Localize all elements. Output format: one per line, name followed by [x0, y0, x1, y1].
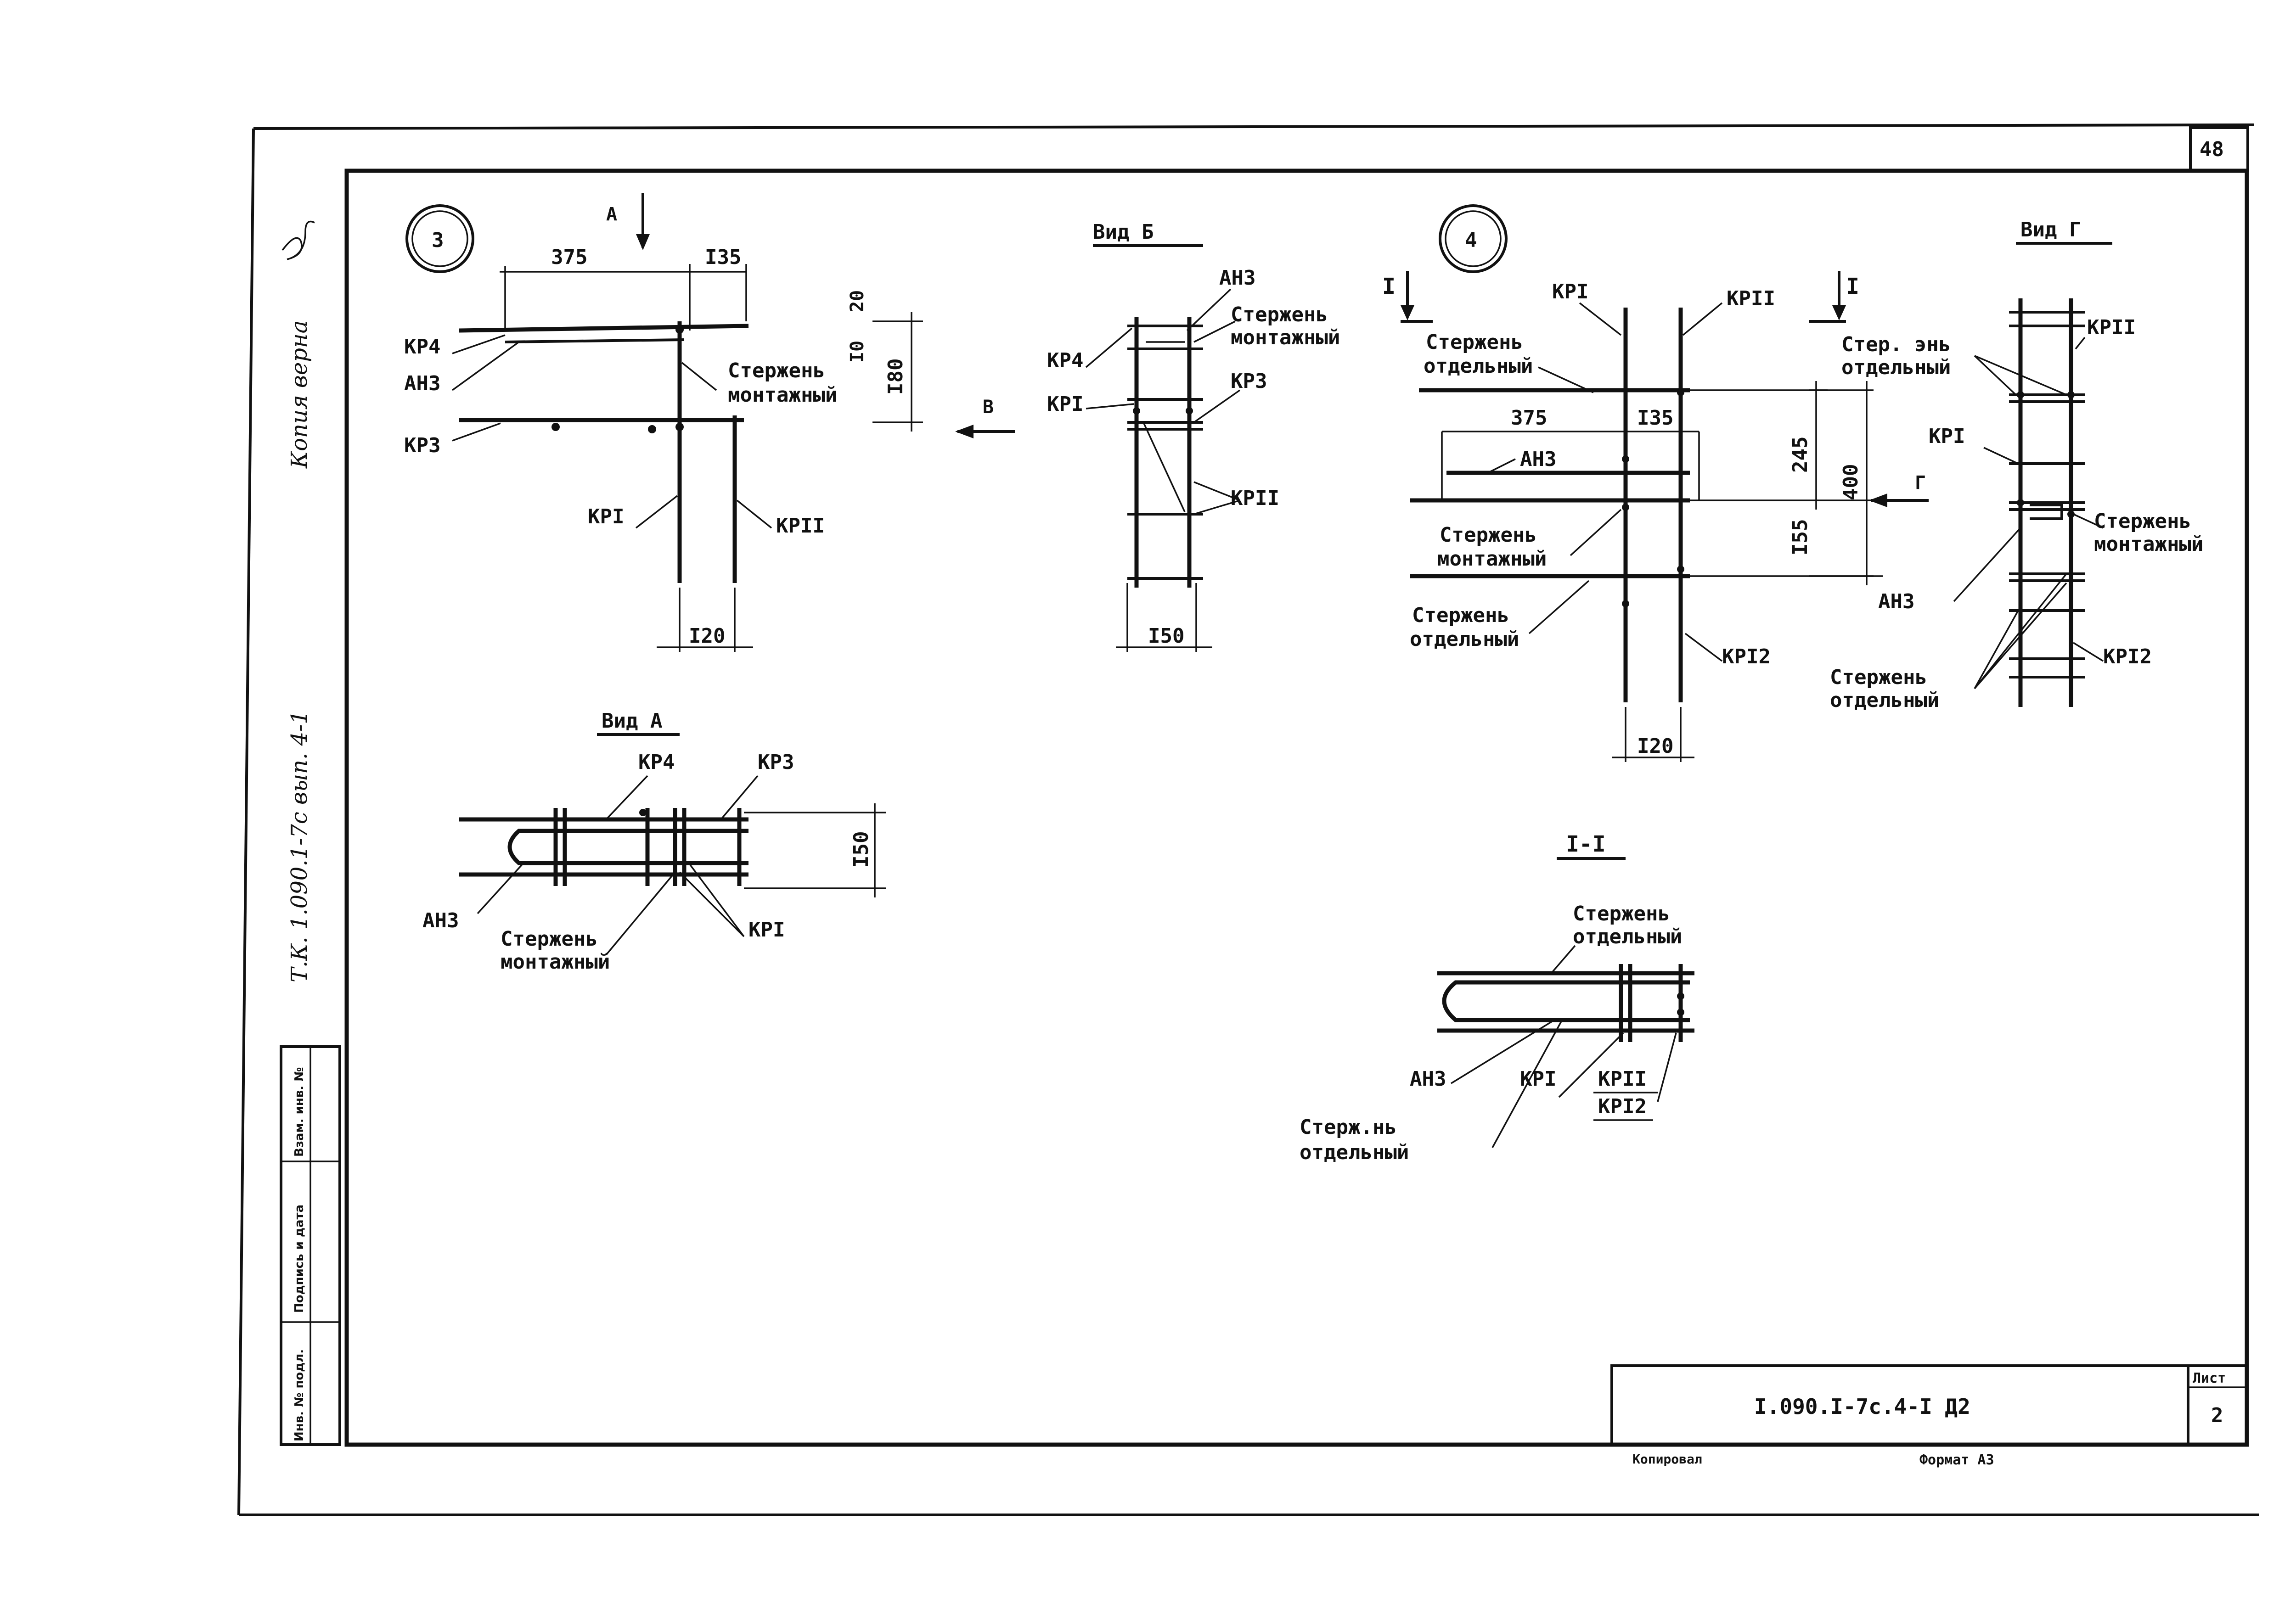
section-1-1-title: I-I: [1566, 831, 1606, 857]
view-g-label-rod-sep2: отдельный: [1841, 356, 1951, 379]
view-a-title: Вид А: [602, 709, 662, 733]
node-3-label: 3: [432, 229, 444, 252]
arrow-a-label: А: [606, 204, 617, 225]
view-a-label-kp4: КР4: [638, 751, 675, 774]
view-a-diagram: Вид А I50 КР4 КР3 АН3 Стержень монтажный…: [422, 709, 886, 974]
node4-label-kp1: КРI: [1552, 280, 1588, 303]
format-label: Формат А3: [1919, 1452, 1994, 1468]
copied-by-label: Копировал: [1632, 1452, 1702, 1467]
view-b-diagram: Вид Б I50 АН3 Стержень монтажный КР4 КРI…: [1047, 220, 1340, 652]
view-g-label-rod-sep1: Стер. энь: [1841, 333, 1951, 356]
node4-label-rod-sep1: Стержень: [1426, 331, 1523, 354]
node3-label-kp4: КР4: [404, 335, 440, 359]
view-b-label-ah3: АН3: [1219, 266, 1255, 290]
view-a-label-ah3: АН3: [422, 909, 459, 932]
outer-frame: [237, 123, 2259, 1516]
node4-label-ah3: АН3: [1520, 448, 1556, 471]
node4-label-rod-mont2: монтажный: [1437, 547, 1547, 571]
view-g-label-kp12: КРI2: [2103, 645, 2152, 668]
node4-dim-135: I35: [1637, 406, 1673, 430]
view-g-label-rod-mont2: монтажный: [2094, 533, 2203, 556]
view-g-label-kp11: КРII: [2087, 316, 2136, 339]
series-note: Т.К. 1.090.1-7с вып. 4-1: [287, 710, 312, 982]
view-g-title: Вид Г: [2020, 218, 2081, 241]
side-col-sign: Подпись и дата: [293, 1205, 306, 1313]
view-b-label-rod1: Стержень: [1231, 303, 1328, 326]
node3-dim-20: 20: [847, 290, 868, 312]
node-4-label: 4: [1465, 229, 1477, 252]
page-number: 48: [2200, 138, 2224, 161]
node4-label-kp12: КРI2: [1722, 645, 1771, 668]
node4-label-rod-sep2: отдельный: [1424, 354, 1533, 378]
signature-mark: [281, 220, 315, 260]
node3-dim-120: I20: [689, 624, 725, 648]
section-label-rod1: Стержень: [1573, 902, 1670, 925]
view-b-title: Вид Б: [1093, 220, 1154, 244]
view-g-label-rod-mont1: Стержень: [2094, 510, 2191, 533]
view-b-dim-150: I50: [1148, 624, 1184, 648]
node4-label-kp11: КРII: [1727, 287, 1775, 310]
view-g-label-ah3: АН3: [1878, 590, 1914, 613]
section-label-ah3: АН3: [1410, 1067, 1446, 1091]
node4-label-rod-sep3: Стержень: [1412, 604, 1509, 627]
side-stamp: Инв. № подл. Подпись и дата Взам. инв. №: [280, 1045, 341, 1446]
sheet-label: Лист: [2193, 1370, 2226, 1386]
view-a-label-kp1: КРI: [748, 918, 785, 942]
arrow-g-label: Г: [1915, 472, 1926, 493]
view-b-label-kp1: КРI: [1047, 392, 1083, 416]
view-g-label-rod-sep3: Стержень: [1830, 666, 1927, 689]
view-b-label-kp11: КРII: [1231, 487, 1279, 510]
section-label-kp11: КРII: [1598, 1067, 1647, 1091]
node3-label-kp11: КРII: [776, 514, 825, 538]
view-a-label-kp3: КР3: [758, 751, 794, 774]
sheet-number: 2: [2211, 1404, 2223, 1427]
view-b-label-kp4: КР4: [1047, 349, 1083, 372]
node-4-diagram: 4 I I 375 I35 245 400: [1382, 204, 1929, 762]
node3-label-kp1: КРI: [588, 505, 624, 528]
page-number-box: 48: [2189, 126, 2249, 172]
view-g-label-rod-sep4: отдельный: [1830, 689, 1939, 712]
node3-dim-135: I35: [705, 246, 741, 269]
view-a-label-rod1: Стержень: [501, 927, 598, 951]
node3-label-ah3: АН3: [404, 372, 440, 395]
view-a-label-rod2: монтажный: [501, 950, 610, 974]
node4-label-rod-sep4: отдельный: [1410, 628, 1519, 651]
node4-label-rod-mont1: Стержень: [1440, 523, 1537, 547]
view-g-label-kp1: КРI: [1929, 425, 1965, 448]
node3-label-rod1: Стержень: [728, 359, 825, 382]
node4-section-left: I: [1382, 274, 1396, 299]
inner-frame: [344, 168, 2249, 1447]
section-label-kp1: КРI: [1520, 1067, 1556, 1091]
node-3-diagram: 3 А 375 I35 20 I0 I80 В: [404, 193, 1015, 652]
section-label-rod2: отдельный: [1573, 925, 1682, 948]
side-col-replace: Взам. инв. №: [293, 1067, 306, 1157]
node3-label-kp3: КР3: [404, 434, 440, 457]
side-col-inv: Инв. № подл.: [293, 1349, 306, 1441]
view-b-label-rod2: монтажный: [1231, 326, 1340, 349]
node4-dim-400: 400: [1839, 464, 1863, 500]
copy-verified-note: Копия верна: [287, 320, 312, 469]
node4-dim-155: I55: [1789, 519, 1812, 555]
section-label-kp12: КРI2: [1598, 1095, 1647, 1118]
section-label-rod3: Стерж.нь: [1300, 1116, 1397, 1139]
section-1-1-diagram: I-I Стержень отдельный АН3 КРI КРII КРI2…: [1300, 831, 1694, 1164]
view-a-dim-150: I50: [850, 831, 873, 868]
node3-dim-180: I80: [884, 359, 907, 395]
node4-dim-120: I20: [1637, 734, 1673, 758]
arrow-v-label: В: [983, 397, 994, 418]
node4-dim-245: 245: [1789, 437, 1812, 473]
node3-dim-10: I0: [847, 341, 868, 363]
view-g-diagram: Вид Г КРII Стер. энь отдельный: [1830, 218, 2203, 712]
title-block: I.090.I-7c.4-I Д2 Лист 2: [1610, 1364, 2248, 1446]
node3-dim-375: 375: [551, 246, 587, 269]
drawing-code: I.090.I-7c.4-I Д2: [1754, 1394, 1970, 1419]
node4-dim-375: 375: [1511, 406, 1547, 430]
node3-label-rod2: монтажный: [728, 383, 837, 407]
section-label-rod4: отдельный: [1300, 1141, 1409, 1164]
view-b-label-kp3: КР3: [1231, 370, 1267, 393]
node4-section-right: I: [1846, 274, 1859, 299]
